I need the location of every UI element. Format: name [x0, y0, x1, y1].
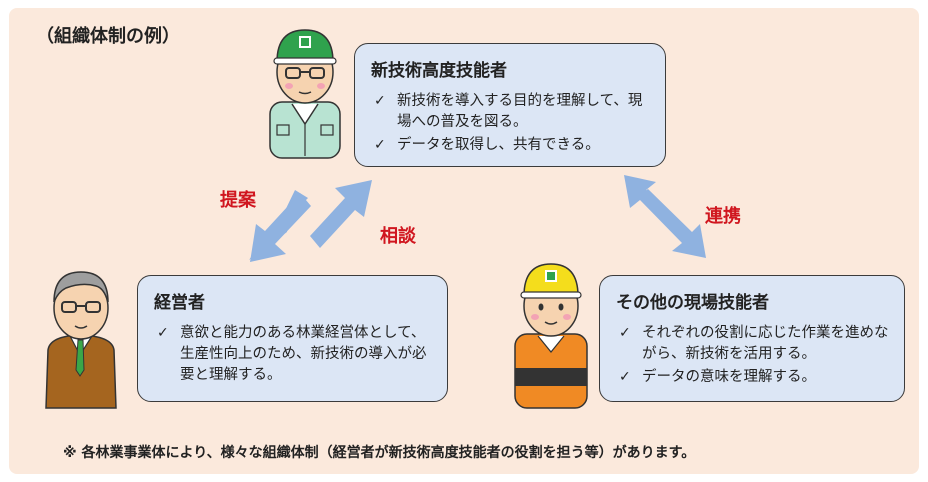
- list-item: ✓データの意味を理解する。: [616, 367, 894, 388]
- manager-box: 経営者 ✓意欲と能力のある林業経営体として、生産性向上のため、新技術の導入が必要…: [137, 275, 448, 402]
- list-item: ✓それぞれの役割に応じた作業を進めながら、新技術を活用する。: [619, 325, 889, 362]
- check-icon: ✓: [619, 369, 631, 385]
- check-icon: ✓: [157, 325, 169, 341]
- check-icon: ✓: [619, 325, 631, 341]
- footnote: ※ 各林業事業体により、様々な組織体制（経営者が新技術高度技能者の役割を担う等）…: [63, 445, 696, 461]
- link-label: 連携: [705, 206, 741, 227]
- field-worker-figure: [514, 263, 588, 409]
- manager-title: 経営者: [154, 293, 205, 313]
- propose-label: 提案: [220, 190, 256, 211]
- propose-arrow: [249, 190, 311, 262]
- list-item: ✓意欲と能力のある林業経営体として、生産性向上のため、新技術の導入が必要と理解す…: [157, 325, 427, 383]
- link-arrow: [624, 175, 706, 258]
- list-item: ✓新技術を導入する目的を理解して、現場への普及を図る。: [374, 93, 643, 130]
- consult-arrow: [310, 180, 372, 248]
- advanced-technician-box: 新技術高度技能者 ✓新技術を導入する目的を理解して、現場への普及を図る。 ✓デー…: [354, 43, 666, 167]
- field-worker-title: その他の現場技能者: [616, 293, 769, 313]
- list-item: ✓データを取得し、共有できる。: [371, 135, 651, 156]
- field-worker-box: その他の現場技能者 ✓それぞれの役割に応じた作業を進めながら、新技術を活用する。…: [599, 275, 905, 402]
- consult-label: 相談: [380, 226, 416, 247]
- page-title: （組織体制の例）: [36, 26, 180, 47]
- check-icon: ✓: [374, 137, 386, 153]
- manager-figure: [45, 271, 117, 409]
- advanced-technician-title: 新技術高度技能者: [371, 61, 507, 81]
- check-icon: ✓: [374, 93, 386, 109]
- advanced-technician-figure: [269, 29, 341, 159]
